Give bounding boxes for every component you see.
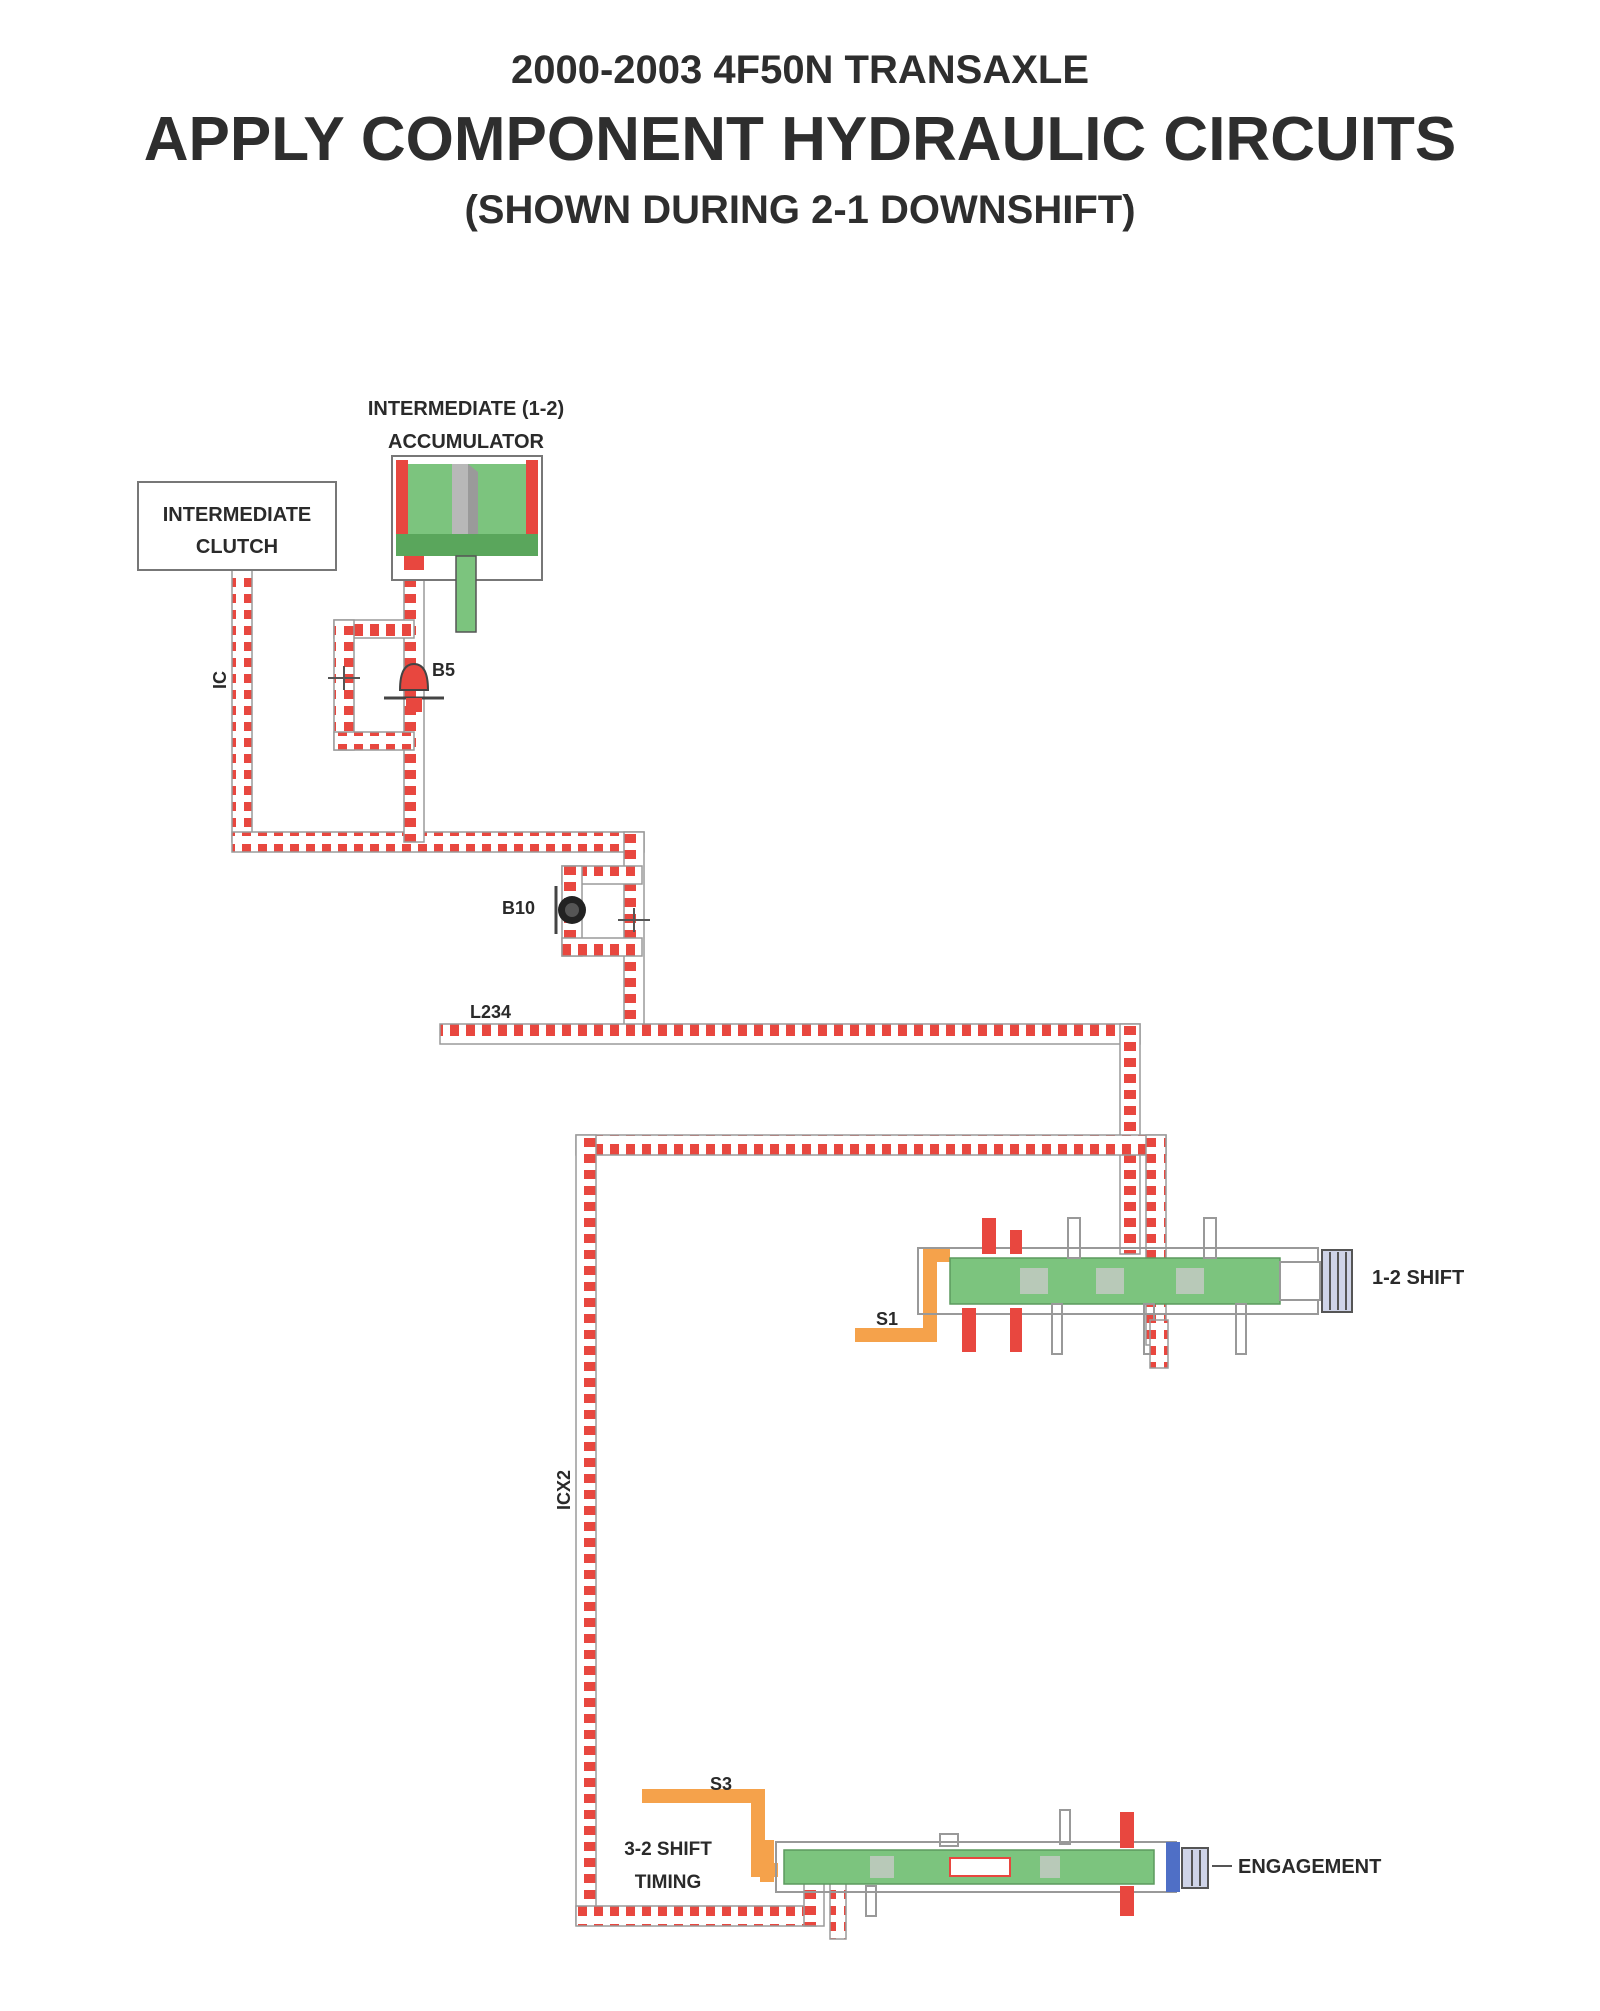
circuit-icx2-label: ICX2 — [554, 1470, 574, 1510]
s1-circuit — [855, 1248, 950, 1342]
circuit-ic — [231, 569, 645, 853]
checkball-b10 — [554, 886, 586, 934]
intermediate-clutch — [137, 481, 337, 571]
valve-engagement-label: ENGAGEMENT — [1238, 1856, 1381, 1878]
valve-3-2-label-line1: 3-2 SHIFT — [624, 1839, 712, 1860]
accumulator-label-line1: INTERMEDIATE (1-2) — [368, 398, 564, 420]
circuit-s1-label: S1 — [876, 1309, 898, 1329]
b10-bypass-line — [561, 831, 650, 1033]
circuit-s3-label: S3 — [710, 1774, 732, 1794]
checkball-b5-label: B5 — [432, 660, 455, 680]
circuit-ic-label: IC — [210, 671, 230, 689]
valve-1-2-shift-label: 1-2 SHIFT — [1372, 1267, 1464, 1289]
circuit-l234-label: L234 — [470, 1002, 511, 1022]
clutch-label-line2: CLUTCH — [196, 536, 278, 558]
valve-3-2-label-line2: TIMING — [635, 1872, 702, 1893]
accumulator-feed-line — [328, 567, 425, 843]
intermediate-accumulator — [391, 455, 543, 633]
checkball-b5 — [384, 662, 444, 712]
valve-engagement — [642, 1789, 1209, 1917]
title-line-1: 2000-2003 4F50N TRANSAXLE — [510, 48, 1090, 92]
title-line-2: APPLY COMPONENT HYDRAULIC CIRCUITS — [143, 105, 1457, 174]
title-line-3: (SHOWN DURING 2-1 DOWNSHIFT) — [464, 188, 1136, 232]
circuit-icx2 — [575, 1134, 1167, 1940]
valve-1-2-shift — [855, 1217, 1353, 1369]
accumulator-label-line2: ACCUMULATOR — [388, 431, 544, 453]
clutch-label-line1: INTERMEDIATE — [163, 504, 312, 526]
checkball-b10-label: B10 — [502, 898, 535, 918]
